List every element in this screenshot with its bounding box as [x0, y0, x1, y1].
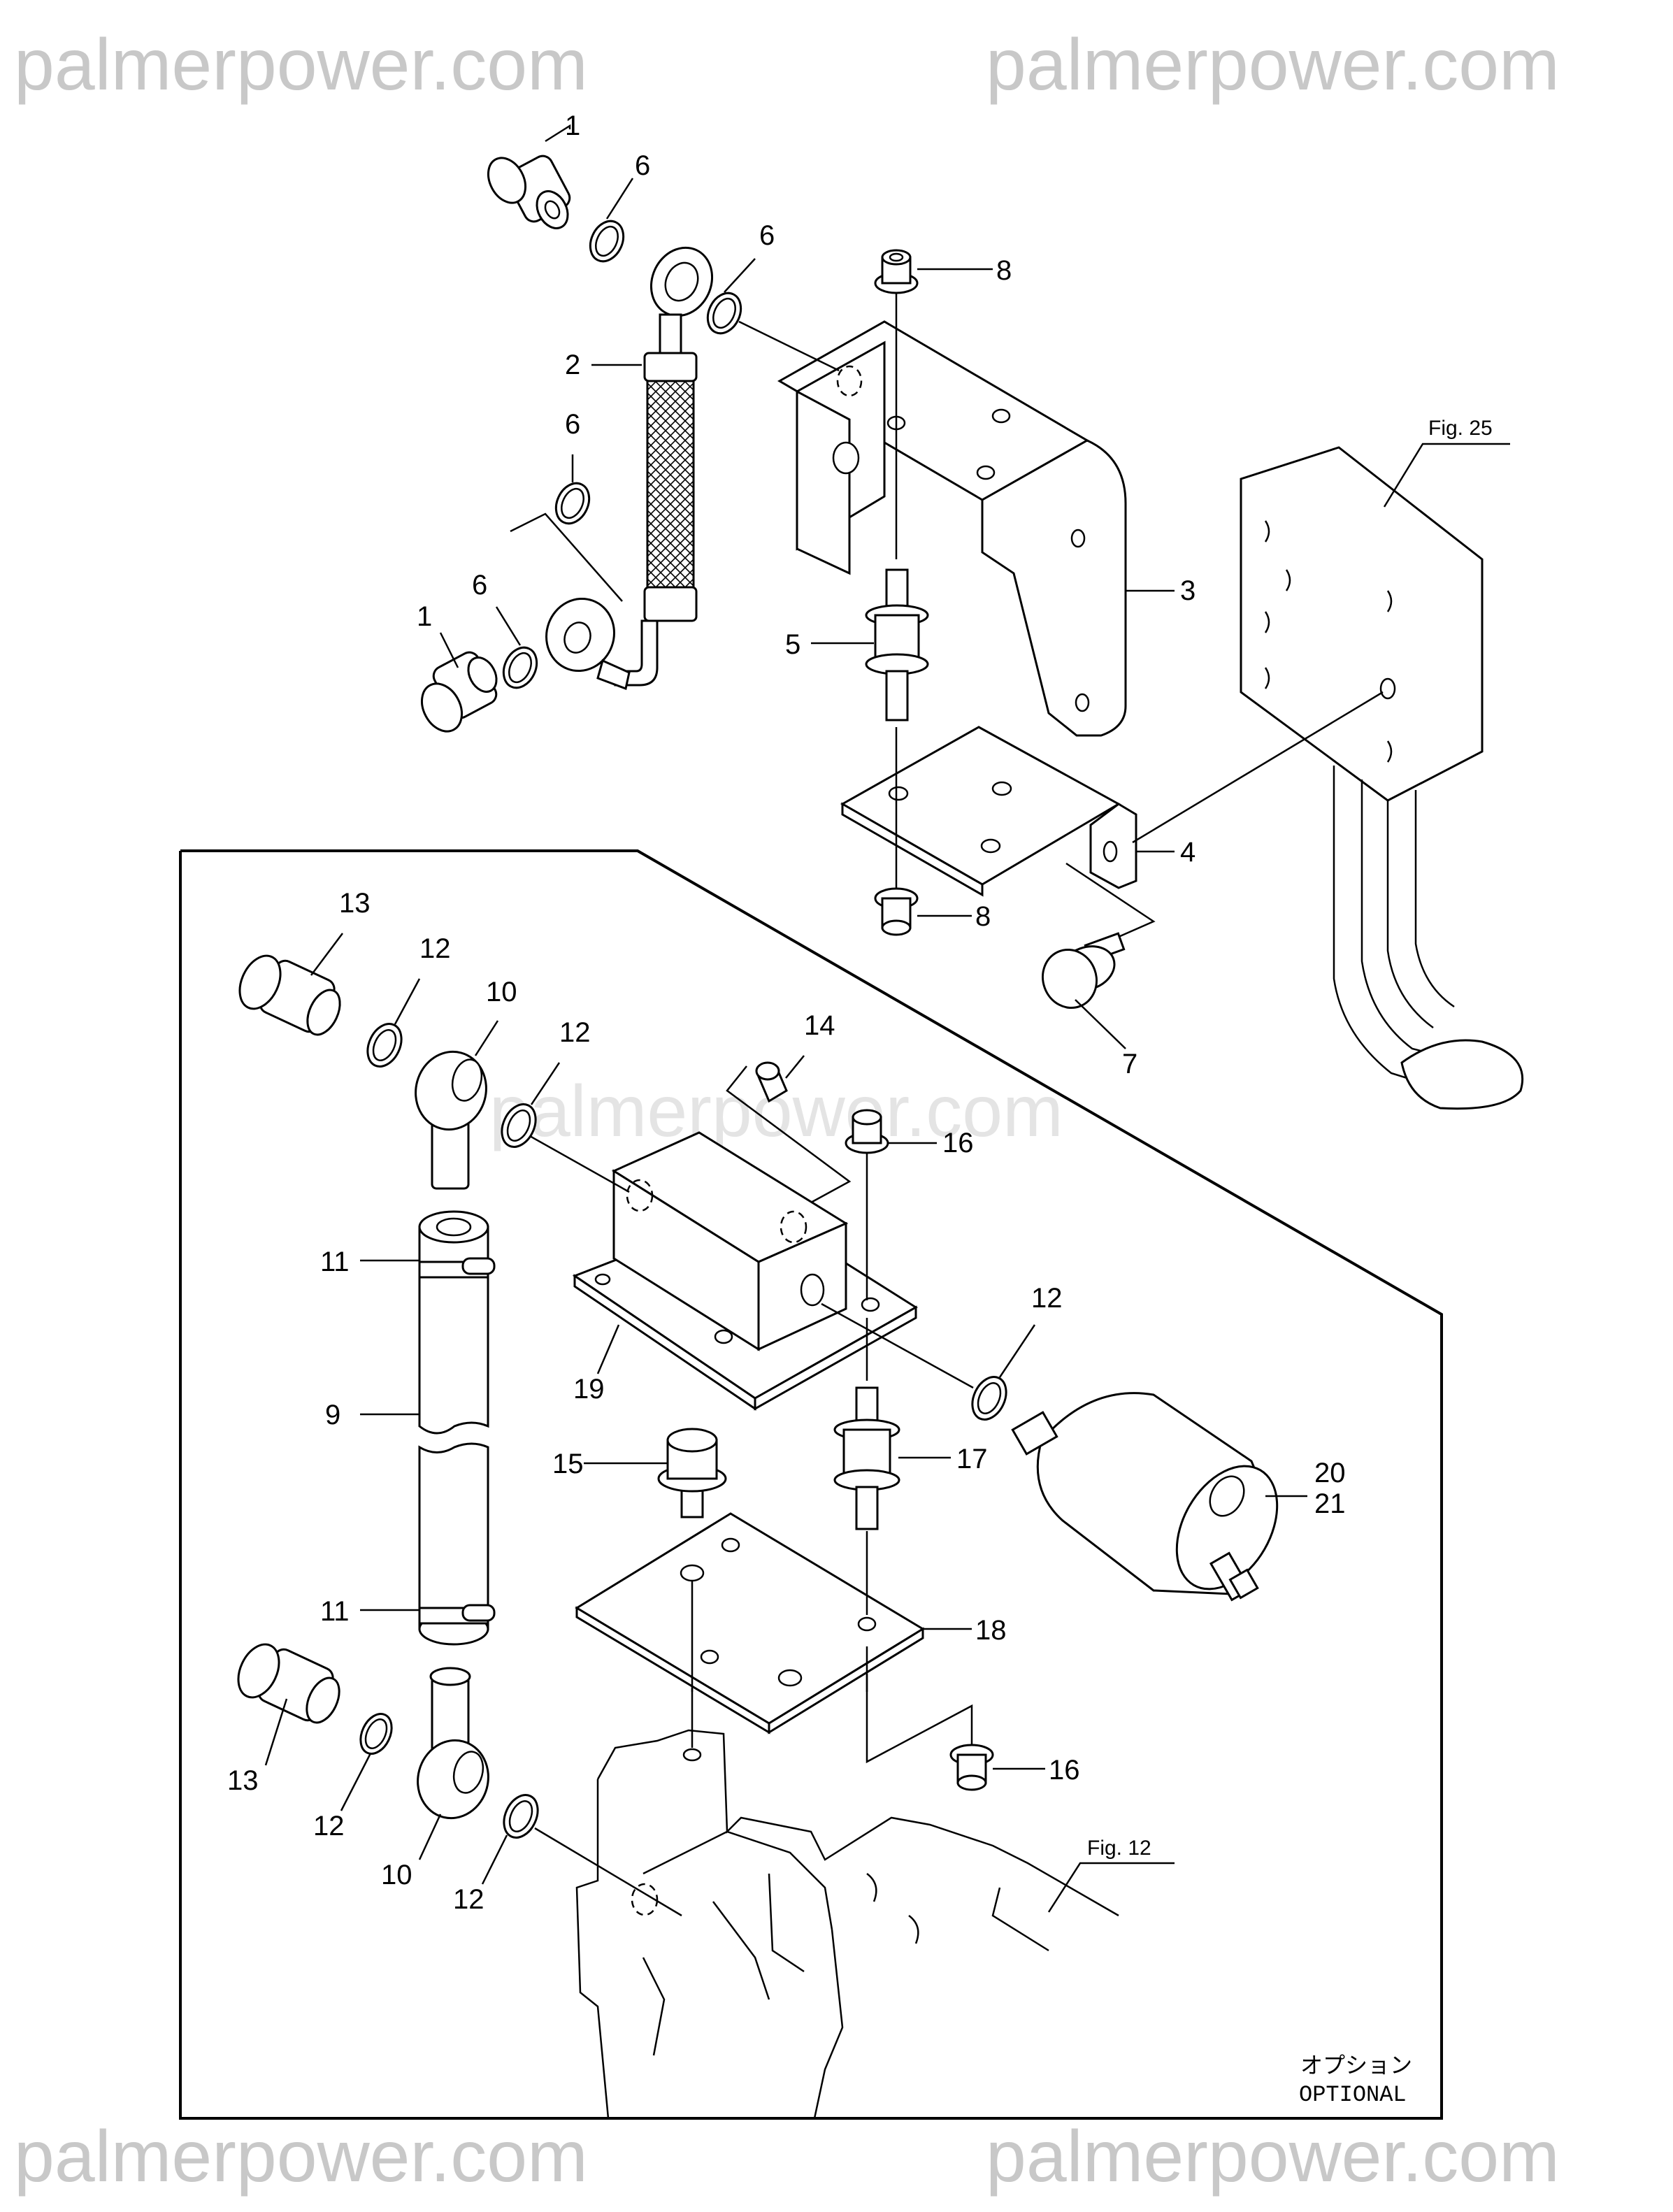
- callout-12-c: 12: [1031, 1283, 1063, 1314]
- rubber-isolator-17: [833, 1386, 900, 1530]
- callout-8-bottom: 8: [975, 901, 991, 932]
- callout-10-bottom: 10: [381, 1860, 412, 1890]
- callout-21: 21: [1314, 1488, 1346, 1519]
- callout-13-top: 13: [339, 888, 371, 919]
- block-port-hidden-2: [780, 1210, 807, 1244]
- rubber-tube-9: [418, 1210, 489, 1646]
- o-ring-12-c-inner: [977, 1382, 1002, 1414]
- callout-1-left: 1: [417, 601, 432, 632]
- callout-3: 3: [1180, 575, 1195, 606]
- banjo-fitting-10-top: [415, 1050, 487, 1190]
- o-ring-12-d-inner: [364, 1718, 388, 1749]
- optional-label-en: OPTIONAL: [1299, 2082, 1407, 2108]
- callout-16-bottom: 16: [1049, 1755, 1080, 1786]
- hose-clamp-11-bottom: [418, 1604, 496, 1625]
- bracket-hole-hidden: [836, 365, 863, 397]
- callout-16-top: 16: [942, 1128, 974, 1158]
- leader-lines-upper: [439, 124, 1510, 1049]
- optional-label-jp: オプション: [1300, 2052, 1412, 2078]
- flange-nut-8-top: [874, 249, 919, 294]
- callout-13-bottom: 13: [227, 1765, 259, 1796]
- callout-6-left: 6: [472, 570, 487, 601]
- callout-5: 5: [785, 629, 800, 660]
- banjo-fitting-10-bottom: [417, 1667, 489, 1820]
- callout-19: 19: [573, 1374, 605, 1405]
- watermark-bottom-right: palmerpower.com: [986, 2116, 1560, 2197]
- leader-lines-lower: [264, 933, 1307, 1917]
- callout-9: 9: [325, 1400, 340, 1430]
- callout-20: 20: [1314, 1458, 1346, 1488]
- block-port-hidden-1: [626, 1179, 654, 1212]
- mounting-plate-18: [575, 1512, 925, 1735]
- flange-bolt-7: [1042, 932, 1126, 1010]
- flange-nut-16-top: [845, 1109, 889, 1154]
- o-ring-6-bracket-inner: [712, 297, 736, 329]
- fig12-reference-component: [575, 1729, 1119, 2119]
- o-ring-6-left-inner: [508, 652, 532, 684]
- callout-1-top: 1: [565, 110, 580, 141]
- banjo-bolt-left: [420, 651, 498, 733]
- o-ring-6-top-inner: [595, 225, 619, 257]
- flange-bolt-15: [657, 1428, 727, 1518]
- callout-7: 7: [1122, 1049, 1137, 1079]
- figure-ref-fig25: Fig. 25: [1428, 417, 1493, 440]
- callout-18: 18: [975, 1615, 1007, 1646]
- callout-15: 15: [552, 1449, 584, 1479]
- fig25-reference-component: [1240, 446, 1524, 1110]
- callout-12-b: 12: [559, 1017, 591, 1048]
- plug-14: [755, 1061, 788, 1103]
- banjo-bolt-13-bottom: [237, 1643, 340, 1724]
- flange-nut-16-bottom: [949, 1744, 994, 1791]
- banjo-bolt-top: [487, 155, 571, 229]
- callout-17: 17: [956, 1444, 988, 1474]
- callout-10-top: 10: [486, 977, 517, 1007]
- watermark-bottom-left: palmerpower.com: [14, 2116, 588, 2197]
- callout-11-bottom: 11: [320, 1596, 350, 1627]
- callout-2: 2: [565, 350, 580, 380]
- manifold-block-19: [572, 1131, 918, 1411]
- callout-12-d: 12: [313, 1811, 345, 1841]
- o-ring-12-b-inner: [506, 1109, 531, 1142]
- callout-12-e: 12: [453, 1884, 484, 1915]
- callout-6-top: 6: [635, 150, 650, 181]
- callout-12-a: 12: [419, 933, 451, 964]
- callout-4: 4: [1180, 837, 1195, 868]
- o-ring-12-a-inner: [372, 1029, 397, 1061]
- flange-nut-8-bottom: [874, 887, 919, 936]
- callout-8-top: 8: [996, 255, 1012, 286]
- pressure-sensor-20-21: [1011, 1392, 1279, 1602]
- hose-clamp-11-top: [418, 1257, 496, 1279]
- callout-6-middle: 6: [565, 409, 580, 440]
- callout-11-top: 11: [320, 1247, 350, 1277]
- mounting-plate-4: [840, 726, 1137, 897]
- watermark-top-right: palmerpower.com: [986, 24, 1560, 106]
- o-ring-12-e-inner: [508, 1800, 533, 1832]
- optional-kit-frame: [179, 849, 1443, 2120]
- rubber-isolator-5: [865, 568, 929, 721]
- callout-14: 14: [804, 1010, 835, 1041]
- figure-ref-fig12: Fig. 12: [1087, 1837, 1151, 1860]
- callout-6-bracket: 6: [759, 220, 775, 251]
- o-ring-6-middle-inner: [561, 487, 584, 519]
- braided-hose-assembly: [545, 246, 714, 691]
- mounting-bracket: [777, 320, 1127, 737]
- banjo-bolt-13-top: [238, 954, 341, 1036]
- callout-labels: 1 6 6 8 2 6 6 1 3 5 4 8 7 13 12 10 12 14…: [227, 110, 1346, 1915]
- watermark-top-left: palmerpower.com: [14, 24, 588, 106]
